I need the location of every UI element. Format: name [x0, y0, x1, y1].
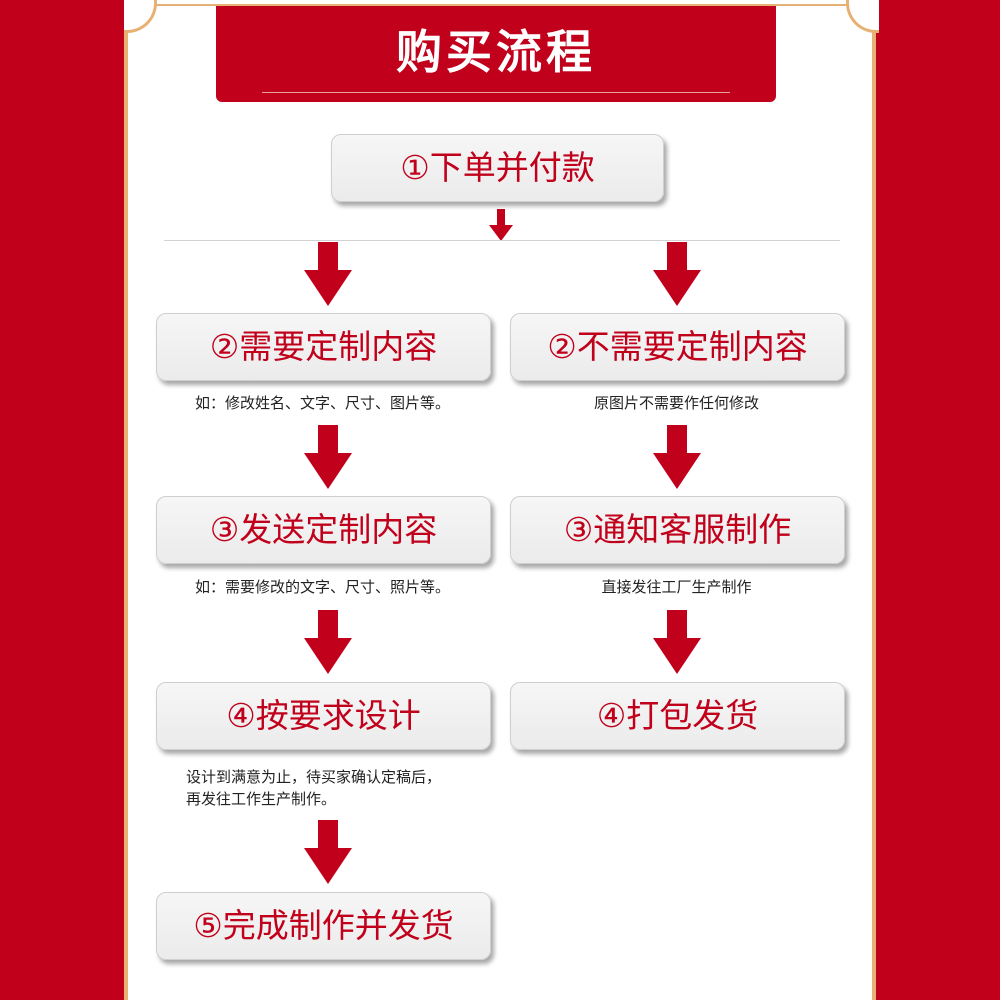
step-notify-service: ③通知客服制作: [510, 496, 845, 564]
note-design-line-2: 再发往工作生产制作。: [186, 790, 337, 808]
branch-divider-line: [164, 240, 840, 241]
down-arrow-icon: [489, 209, 513, 241]
down-arrow-icon: [304, 820, 352, 884]
down-arrow-icon: [653, 425, 701, 489]
down-arrow-icon: [653, 610, 701, 674]
banner-underline: [262, 92, 730, 93]
page-title: 购买流程: [396, 25, 596, 79]
step-design-as-required: ④按要求设计: [156, 682, 491, 750]
step-needs-customization: ②需要定制内容: [156, 313, 491, 381]
frame-left-band: [0, 0, 124, 1000]
frame-top-gold-line: [124, 4, 876, 6]
title-banner: 购买流程: [216, 6, 776, 102]
down-arrow-icon: [653, 242, 701, 306]
step-place-order-and-pay: ①下单并付款: [331, 134, 664, 202]
down-arrow-icon: [304, 242, 352, 306]
note-no-modification: 原图片不需要作任何修改: [593, 394, 759, 412]
step-pack-and-ship: ④打包发货: [510, 682, 845, 750]
frame-left-gold-line: [124, 0, 128, 1000]
step-send-customization: ③发送定制内容: [156, 496, 491, 564]
step-no-customization: ②不需要定制内容: [510, 313, 845, 381]
note-customization-examples: 如：修改姓名、文字、尺寸、图片等。: [194, 394, 450, 412]
down-arrow-icon: [304, 610, 352, 674]
step-complete-and-ship: ⑤完成制作并发货: [156, 892, 491, 960]
note-factory-production: 直接发往工厂生产制作: [601, 578, 752, 596]
frame-corner-ornament-left: [124, 0, 157, 33]
frame-right-gold-line: [872, 0, 876, 1000]
note-send-examples: 如：需要修改的文字、尺寸、照片等。: [194, 578, 450, 596]
note-design-line-1: 设计到满意为止，待买家确认定稿后，: [186, 768, 442, 786]
frame-corner-ornament-right: [846, 0, 879, 33]
down-arrow-icon: [304, 425, 352, 489]
frame-right-band: [876, 0, 1000, 1000]
